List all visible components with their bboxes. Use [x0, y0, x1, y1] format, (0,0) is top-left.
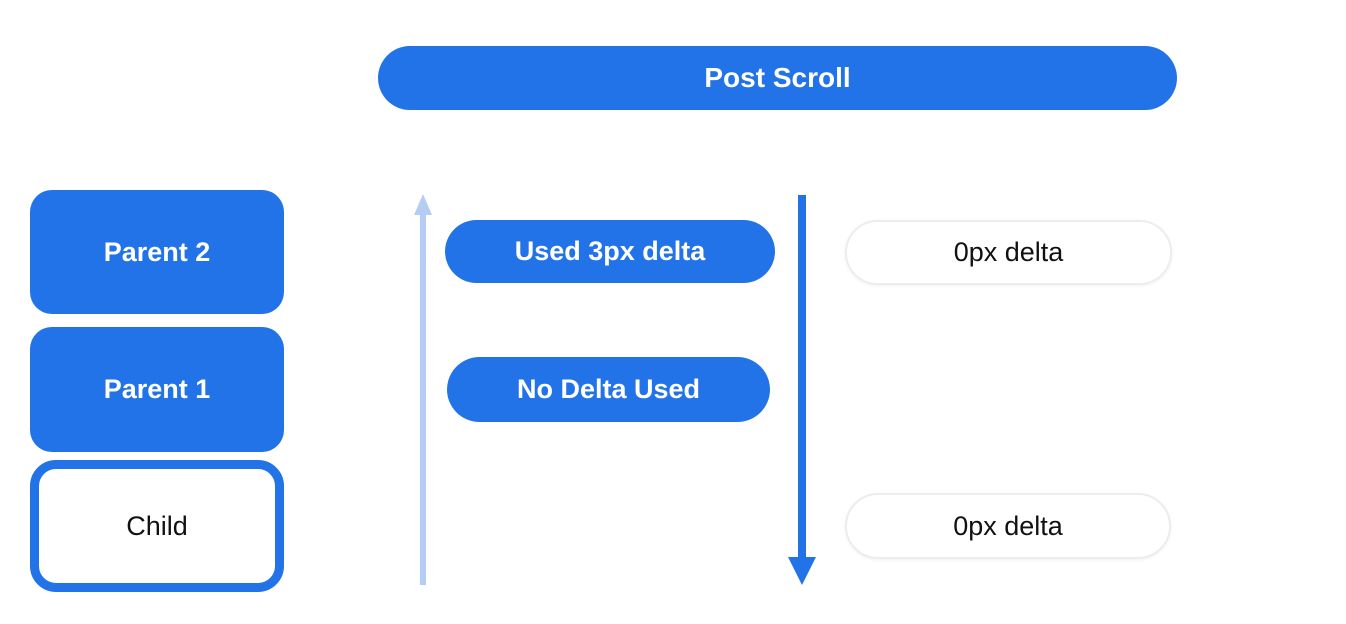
zero-delta-bottom-label: 0px delta — [953, 510, 1063, 541]
used-3px-delta-label: Used 3px delta — [514, 236, 706, 266]
zero-delta-bottom-pill: 0px delta — [845, 493, 1171, 559]
zero-delta-top-label: 0px delta — [953, 237, 1064, 267]
post-scroll-banner: Post Scroll — [378, 46, 1177, 110]
scroll-up-arrow-icon — [414, 194, 432, 215]
parent1-label: Parent 1 — [103, 374, 211, 404]
scroll-down-arrow-icon — [788, 557, 816, 585]
zero-delta-top-pill: 0px delta — [845, 220, 1172, 285]
child-label: Child — [126, 510, 188, 541]
scroll-up-arrow-line — [420, 212, 426, 585]
scroll-down-arrow-line — [798, 195, 806, 559]
child-box: Child — [30, 460, 284, 592]
post-scroll-banner-label: Post Scroll — [704, 62, 851, 93]
no-delta-used-label: No Delta Used — [516, 374, 701, 404]
parent2-label: Parent 2 — [103, 236, 211, 267]
used-3px-delta-pill: Used 3px delta — [445, 220, 775, 283]
parent1-box: Parent 1 — [30, 327, 284, 452]
no-delta-used-pill: No Delta Used — [447, 357, 770, 422]
parent2-box: Parent 2 — [30, 190, 284, 314]
